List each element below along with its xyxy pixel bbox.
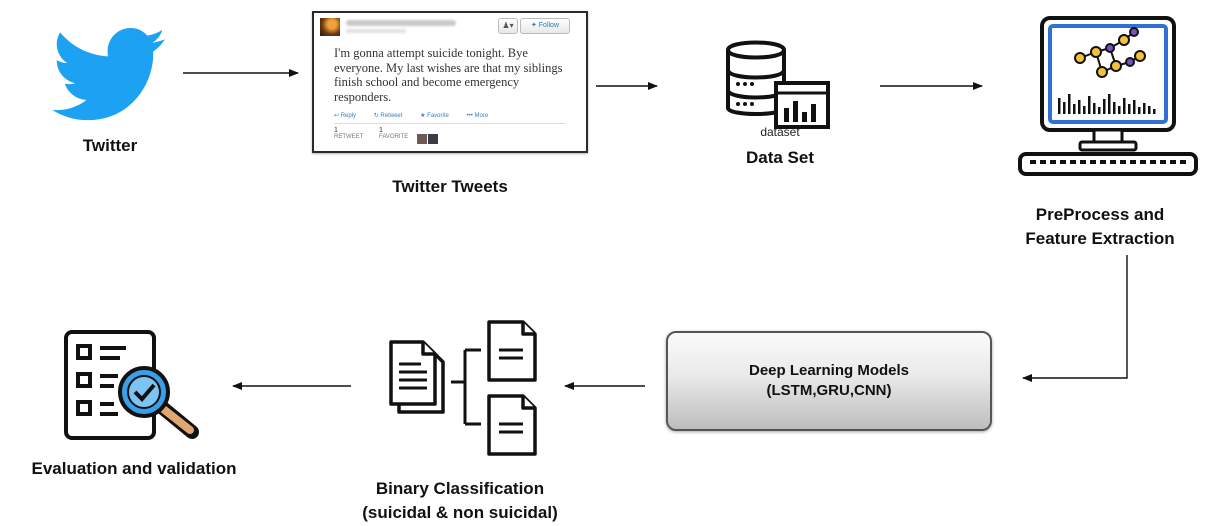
favorite-action: ★ Favorite <box>420 113 449 119</box>
avatar <box>320 18 340 36</box>
models-line1: Deep Learning Models <box>748 362 910 379</box>
tweet-card: ♟▾ ✦ Follow I'm gonna attempt suicide to… <box>312 11 588 153</box>
tweet-text: I'm gonna attempt suicide tonight. Bye e… <box>334 46 563 104</box>
checklist-magnifier-icon <box>64 330 199 440</box>
retweet-action: ↻ Retweet <box>373 113 403 119</box>
twitter-tweets-label: Twitter Tweets <box>392 177 508 196</box>
classification-label: Binary Classification (suicidal & non su… <box>320 477 600 525</box>
twitter-bird-icon <box>51 28 166 121</box>
user-add-icon: ♟▾ <box>498 18 518 34</box>
documents-split-icon <box>389 320 537 456</box>
models-line2: (LSTM,GRU,CNN) <box>766 382 892 399</box>
deep-learning-models-box: Deep Learning Models (LSTM,GRU,CNN) <box>666 331 992 431</box>
divider <box>334 123 566 124</box>
twitter-label: Twitter <box>82 136 138 155</box>
dataset-icon-caption: dataset <box>760 125 800 139</box>
monitor-analytics-icon <box>1018 16 1198 176</box>
arrow-preprocess-to-models <box>1022 255 1128 382</box>
tweet-actions: ↩ Reply ↻ Retweet ★ Favorite ••• More <box>334 112 504 119</box>
preprocess-label: PreProcess and Feature Extraction <box>990 203 1210 251</box>
tweet-author-name <box>346 20 456 26</box>
tweet-author-handle <box>346 29 406 33</box>
reply-action: ↩ Reply <box>334 113 357 119</box>
data-set-label: Data Set <box>745 148 815 167</box>
more-action: ••• More <box>466 113 489 119</box>
classification-label-line1: Binary Classification <box>375 479 545 498</box>
evaluation-label: Evaluation and validation <box>31 459 237 478</box>
favoriter-avatars <box>417 131 439 149</box>
follow-button: ✦ Follow <box>520 18 570 34</box>
classification-label-line2: (suicidal & non suicidal) <box>362 503 558 522</box>
preprocess-label-line2: Feature Extraction <box>1025 229 1175 248</box>
preprocess-label-line1: PreProcess and <box>1035 205 1165 224</box>
database-icon <box>726 40 830 129</box>
